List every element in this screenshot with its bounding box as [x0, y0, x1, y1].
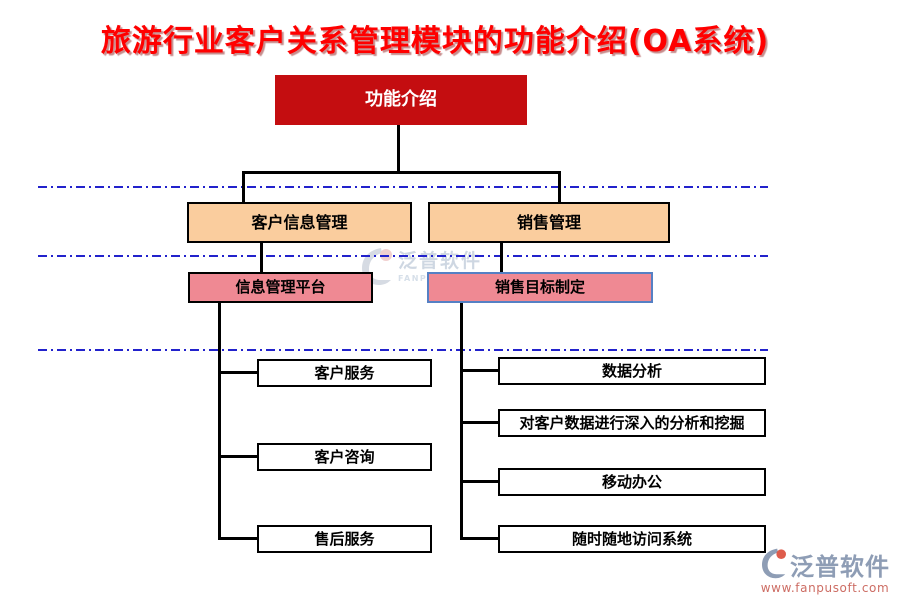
connector-line: [218, 303, 221, 540]
branch-node-label: 销售管理: [516, 212, 581, 232]
leaf-node-anytime-access: 随时随地访问系统: [498, 525, 766, 553]
divider-dashed-line: [38, 255, 768, 257]
fanpu-logo-icon: [760, 547, 788, 583]
watermark-brand-text: 泛普软件: [398, 250, 483, 272]
leaf-node-customer-service: 客户服务: [257, 359, 432, 387]
leaf-node-deep-data-mining: 对客户数据进行深入的分析和挖掘: [498, 409, 766, 437]
leaf-node-label: 移动办公: [601, 472, 662, 491]
connector-line: [242, 171, 245, 203]
connector-line: [460, 421, 498, 424]
leaf-node-label: 随时随地访问系统: [571, 529, 692, 548]
leaf-node-after-sales-service: 售后服务: [257, 525, 432, 553]
connector-line: [460, 537, 498, 540]
connector-line: [242, 171, 561, 174]
watermark-brand-text: 泛普软件: [790, 553, 890, 581]
divider-dashed-line: [38, 186, 768, 188]
connector-line: [218, 537, 257, 540]
connector-line: [218, 455, 257, 458]
leaf-node-customer-consulting: 客户咨询: [257, 443, 432, 471]
leaf-node-data-analysis: 数据分析: [498, 357, 766, 385]
connector-line: [460, 369, 498, 372]
platform-node-info-management: 信息管理平台: [188, 272, 373, 303]
connector-line: [218, 371, 257, 374]
leaf-node-mobile-office: 移动办公: [498, 468, 766, 496]
platform-node-sales-target: 销售目标制定: [427, 272, 653, 303]
leaf-node-label: 数据分析: [601, 361, 662, 380]
connector-line: [500, 243, 503, 273]
connector-line: [397, 125, 400, 173]
branch-node-customer-info: 客户信息管理: [187, 202, 412, 243]
connector-line: [558, 171, 561, 203]
leaf-node-label: 对客户数据进行深入的分析和挖掘: [519, 413, 745, 432]
branch-node-sales: 销售管理: [428, 202, 670, 243]
connector-line: [260, 243, 263, 273]
divider-dashed-line: [38, 349, 768, 351]
page-title: 旅游行业客户关系管理模块的功能介绍(OA系统): [100, 24, 770, 59]
branch-node-label: 客户信息管理: [251, 212, 348, 232]
leaf-node-label: 客户咨询: [314, 447, 375, 466]
watermark-url: www.fanpusoft.com: [760, 581, 890, 595]
connector-line: [460, 480, 498, 483]
platform-node-label: 销售目标制定: [494, 278, 585, 297]
leaf-node-label: 售后服务: [314, 529, 375, 548]
platform-node-label: 信息管理平台: [235, 278, 326, 297]
leaf-node-label: 客户服务: [314, 363, 375, 382]
root-node-function-intro: 功能介绍: [275, 75, 527, 125]
root-node-label: 功能介绍: [365, 89, 437, 111]
watermark-footer: 泛普软件 www.fanpusoft.com: [760, 547, 890, 595]
